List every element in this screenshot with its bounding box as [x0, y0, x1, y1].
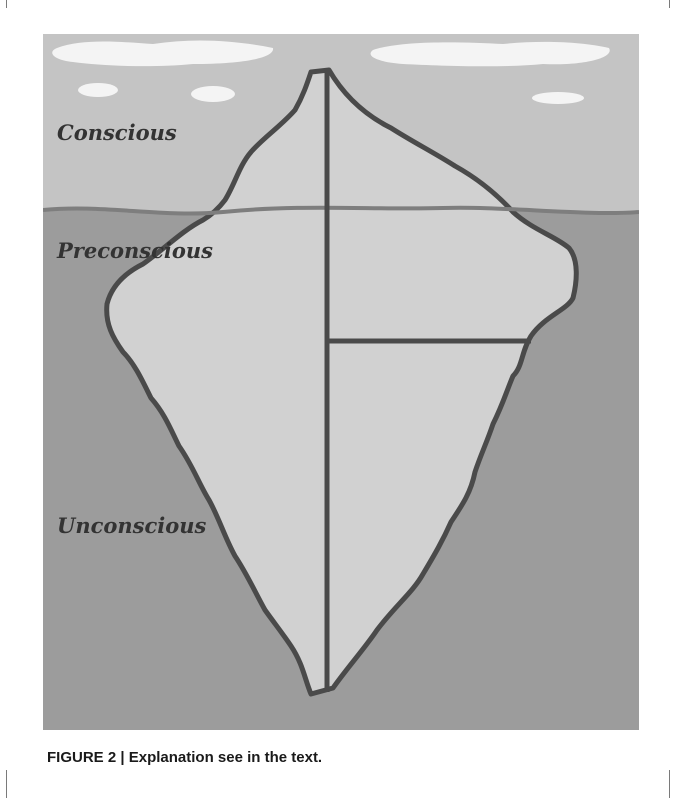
figure-caption: FIGURE 2 | Explanation see in the text.	[47, 749, 607, 766]
caption-figure-label: FIGURE 2 |	[47, 749, 125, 766]
label-conscious: Conscious	[57, 120, 177, 145]
cloud-small-right	[532, 92, 584, 104]
page-frame-top	[6, 0, 670, 8]
cloud-small-center	[191, 86, 235, 102]
caption-text: Explanation see in the text.	[129, 749, 322, 766]
cloud-right	[371, 42, 610, 66]
page-frame-bottom	[6, 770, 670, 798]
iceberg-figure: Conscious Preconscious Unconscious	[43, 34, 639, 730]
label-preconscious: Preconscious	[56, 238, 213, 263]
label-unconscious: Unconscious	[57, 513, 207, 538]
cloud-small-left	[78, 83, 118, 97]
